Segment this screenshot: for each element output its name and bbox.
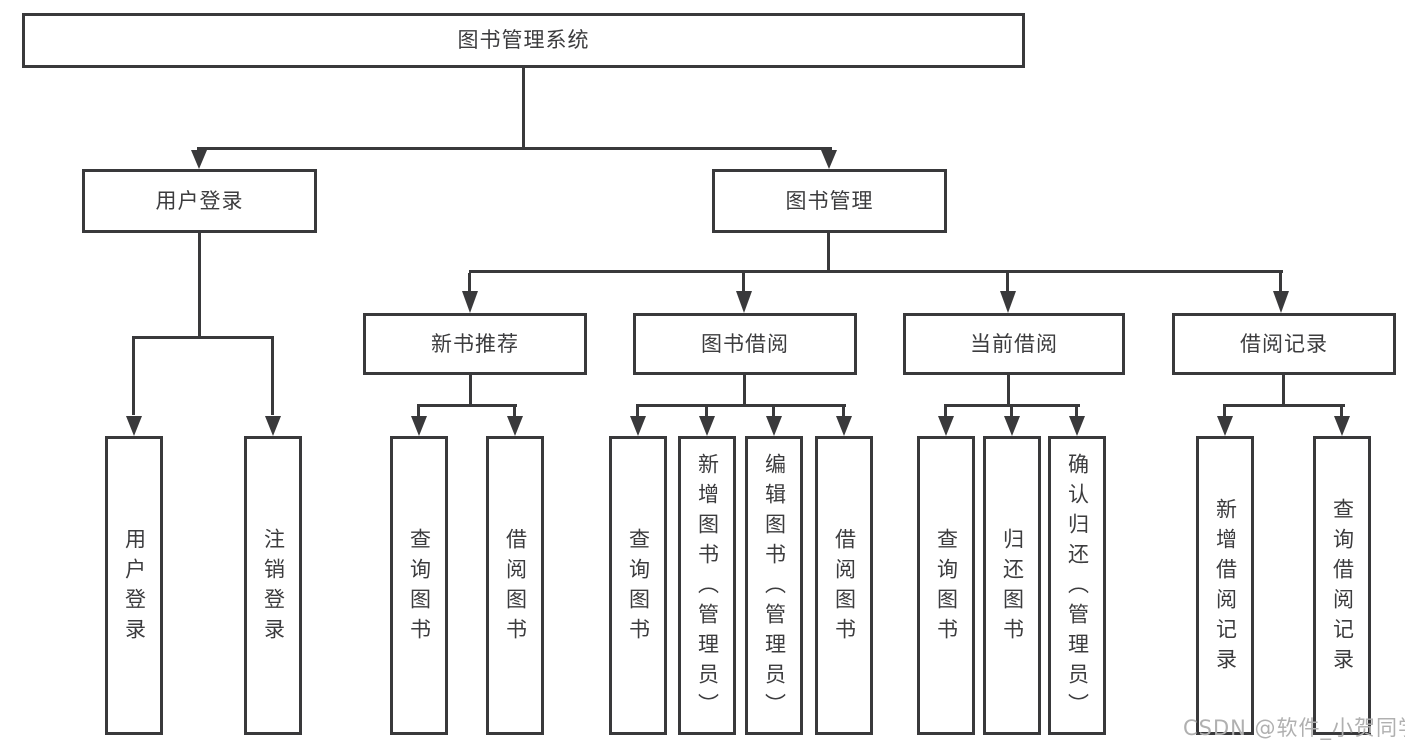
arrow-to-leaf-return-books: [1004, 416, 1020, 436]
connector-drop-borrowing-records: [1279, 273, 1282, 293]
leaf-query-books-recommend: 查询图书: [390, 436, 448, 735]
node-user-login: 用户登录: [82, 169, 317, 233]
leaf-query-books-current: 查询图书: [917, 436, 975, 735]
leaf-query-books-borrowing: 查询图书: [609, 436, 667, 735]
arrow-to-leaf-logout: [265, 416, 281, 436]
connector-book-mgmt-stem: [827, 233, 830, 273]
connector-drop-leaf-1: [132, 339, 135, 415]
node-book-borrowing: 图书借阅: [633, 313, 857, 375]
leaf-confirm-return-admin: 确认归还（管理员）: [1048, 436, 1106, 735]
arrow-to-leaf-query-borrow-record: [1334, 416, 1350, 436]
connector-new-book-hline: [417, 404, 517, 407]
connector-borrowing-records-hline: [1223, 404, 1345, 407]
connector-drop-leaf-9: [944, 406, 947, 417]
arrow-to-borrowing-records: [1273, 291, 1289, 313]
arrow-to-current-borrowing: [1000, 291, 1016, 313]
connector-current-borrowing-hline: [944, 404, 1080, 407]
connector-drop-leaf-11: [1075, 406, 1078, 417]
leaf-borrow-books-recommend: 借阅图书: [486, 436, 544, 735]
connector-drop-leaf-2: [271, 339, 274, 415]
arrow-to-leaf-query-books-a: [411, 416, 427, 436]
arrow-to-leaf-user-login: [126, 416, 142, 436]
leaf-add-borrow-record: 新增借阅记录: [1196, 436, 1254, 735]
arrow-to-leaf-add-books: [699, 416, 715, 436]
connector-drop-leaf-7: [772, 406, 775, 417]
node-current-borrowing: 当前借阅: [903, 313, 1125, 375]
watermark: CSDN @软件_小贺同学: [1183, 716, 1405, 740]
leaf-edit-books-admin: 编辑图书（管理员）: [745, 436, 803, 735]
arrow-to-user-login: [191, 150, 207, 169]
connector-level3-hline: [469, 270, 1283, 273]
node-new-book-recommend: 新书推荐: [363, 313, 587, 375]
arrow-to-leaf-borrow-books-a: [507, 416, 523, 436]
connector-user-login-stem: [198, 233, 201, 336]
connector-book-borrowing-stem: [743, 375, 746, 407]
connector-drop-new-book: [468, 273, 471, 293]
connector-root-hline: [197, 147, 832, 150]
connector-current-borrowing-stem: [1007, 375, 1010, 407]
arrow-to-leaf-query-books-b: [630, 416, 646, 436]
node-borrowing-records: 借阅记录: [1172, 313, 1396, 375]
connector-drop-leaf-3: [417, 406, 420, 417]
leaf-add-books-admin: 新增图书（管理员）: [678, 436, 736, 735]
connector-drop-leaf-8: [842, 406, 845, 417]
leaf-borrow-books-borrowing: 借阅图书: [815, 436, 873, 735]
arrow-to-leaf-add-borrow-record: [1217, 416, 1233, 436]
arrow-to-book-management: [821, 150, 837, 169]
leaf-query-borrow-record: 查询借阅记录: [1313, 436, 1371, 735]
arrow-to-leaf-edit-books: [766, 416, 782, 436]
node-library-system: 图书管理系统: [22, 13, 1025, 68]
connector-drop-leaf-4: [513, 406, 516, 417]
connector-new-book-stem: [469, 375, 472, 407]
connector-drop-leaf-13: [1340, 406, 1343, 417]
arrow-to-book-borrowing: [736, 291, 752, 313]
node-book-management: 图书管理: [712, 169, 947, 233]
leaf-user-login: 用户登录: [105, 436, 163, 735]
connector-book-borrowing-hline: [636, 404, 846, 407]
connector-drop-leaf-10: [1010, 406, 1013, 417]
arrow-to-leaf-query-books-c: [938, 416, 954, 436]
connector-drop-leaf-6: [705, 406, 708, 417]
arrow-to-new-book-recommend: [462, 291, 478, 313]
connector-drop-leaf-5: [636, 406, 639, 417]
connector-drop-leaf-12: [1223, 406, 1226, 417]
arrow-to-leaf-borrow-books-b: [836, 416, 852, 436]
connector-drop-book-borrowing: [742, 273, 745, 293]
leaf-return-books: 归还图书: [983, 436, 1041, 735]
connector-borrowing-records-stem: [1282, 375, 1285, 407]
connector-root-stem: [522, 68, 525, 148]
arrow-to-leaf-confirm-return: [1069, 416, 1085, 436]
connector-user-login-hline: [132, 336, 274, 339]
connector-drop-current-borrowing: [1006, 273, 1009, 293]
leaf-logout-login: 注销登录: [244, 436, 302, 735]
